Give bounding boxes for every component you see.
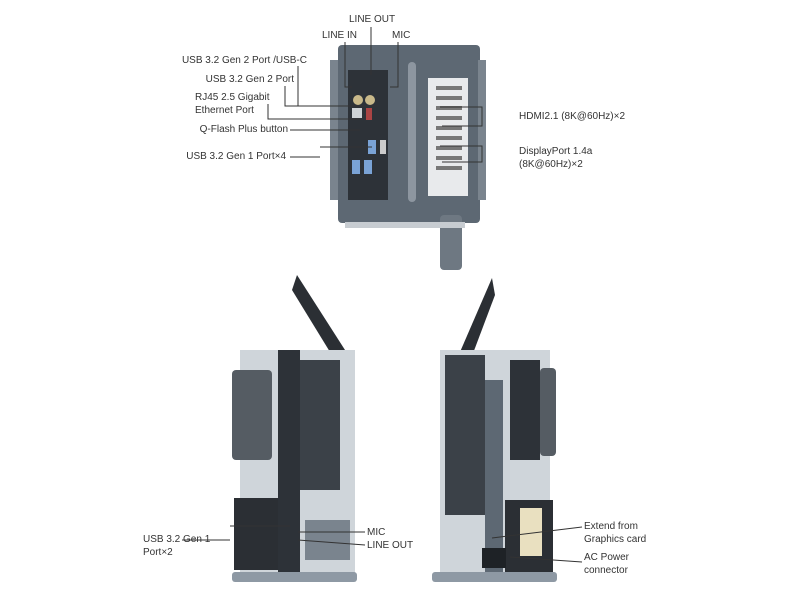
- top-rear-view: [330, 45, 486, 270]
- back-side-view: [432, 278, 557, 582]
- front-side-view: [232, 275, 357, 582]
- label-usb-c: USB 3.2 Gen 2 Port /USB-C: [181, 55, 307, 66]
- label-ac-line1: AC Power: [584, 552, 630, 563]
- label-front-line-out: LINE OUT: [367, 540, 414, 551]
- label-extend-line2: Graphics card: [584, 534, 647, 545]
- label-mic: MIC: [392, 30, 411, 41]
- label-rj45-line1: RJ45 2.5 Gigabit: [195, 92, 270, 103]
- label-dp-line2: (8K@60Hz)×2: [519, 159, 583, 170]
- label-ac-line2: connector: [584, 565, 628, 576]
- label-usb-gen1: USB 3.2 Gen 1 Port×4: [186, 151, 286, 162]
- label-usb-gen2: USB 3.2 Gen 2 Port: [205, 74, 294, 85]
- label-qflash: Q-Flash Plus button: [199, 124, 288, 135]
- label-hdmi: HDMI2.1 (8K@60Hz)×2: [519, 111, 626, 122]
- label-dp-line1: DisplayPort 1.4a: [519, 146, 593, 157]
- leader-lines: [182, 27, 583, 563]
- label-line-out: LINE OUT: [349, 14, 396, 25]
- label-front-mic: MIC: [367, 527, 386, 538]
- label-extend-line1: Extend from: [584, 521, 638, 532]
- label-rj45-line2: Ethernet Port: [195, 105, 254, 116]
- label-front-usb-line2: Port×2: [143, 547, 173, 558]
- label-line-in: LINE IN: [322, 30, 358, 41]
- label-front-usb-line1: USB 3.2 Gen 1: [143, 534, 211, 545]
